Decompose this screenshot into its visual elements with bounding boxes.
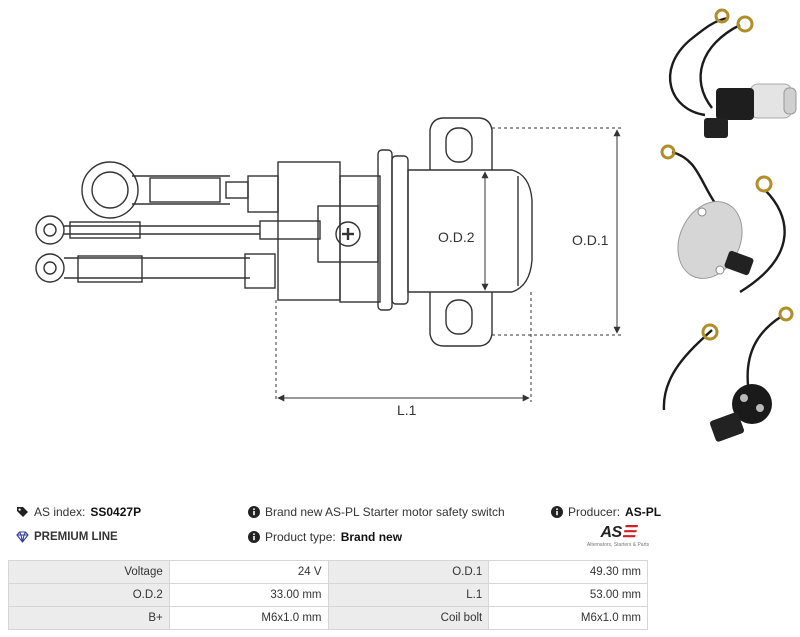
product-description: Brand new AS-PL Starter motor safety swi… — [247, 505, 505, 519]
spec-value: 53.00 mm — [488, 583, 648, 607]
table-row: Voltage 24 V O.D.1 49.30 mm — [8, 560, 648, 584]
product-type: Product type: Brand new — [247, 530, 402, 544]
spec-key: O.D.1 — [327, 560, 490, 584]
producer-label: Producer: — [568, 505, 621, 519]
technical-drawing: O.D.2 O.D.1 L.1 — [35, 8, 797, 442]
spec-key: B+ — [8, 606, 170, 630]
spec-table: Voltage 24 V O.D.1 49.30 mm O.D.2 33.00 … — [8, 560, 648, 630]
spec-key: Voltage — [8, 560, 170, 584]
diamond-icon — [16, 530, 29, 543]
spec-value: 24 V — [168, 560, 329, 584]
producer-value: AS-PL — [625, 505, 662, 519]
tag-icon — [16, 506, 29, 519]
table-row: O.D.2 33.00 mm L.1 53.00 mm — [8, 583, 648, 607]
table-row: B+ M6x1.0 mm Coil bolt M6x1.0 mm — [8, 606, 648, 630]
spec-key: L.1 — [327, 583, 490, 607]
dimension-label-l1: L.1 — [397, 402, 417, 418]
product-type-value: Brand new — [340, 530, 403, 544]
product-info: AS index: SS0427P PREMIUM LINE Brand new… — [0, 500, 800, 560]
as-index-label: AS index: — [34, 505, 86, 519]
spec-key: O.D.2 — [8, 583, 170, 607]
as-pl-logo: AS☰ Alternators, Starters & Parts — [586, 524, 650, 548]
product-photo-2 — [660, 144, 786, 294]
info-icon — [247, 506, 260, 519]
premium-line-label: PREMIUM LINE — [34, 530, 118, 543]
description-text: Brand new AS-PL Starter motor safety swi… — [265, 505, 505, 519]
spec-value: 33.00 mm — [168, 583, 329, 607]
producer: Producer: AS-PL — [550, 505, 661, 519]
spec-key: Coil bolt — [327, 606, 490, 630]
spec-value: M6x1.0 mm — [488, 606, 648, 630]
dimension-label-od1: O.D.1 — [572, 232, 609, 248]
as-index-value: SS0427P — [90, 505, 142, 519]
as-index: AS index: SS0427P — [16, 505, 141, 519]
spec-value: 49.30 mm — [488, 560, 648, 584]
dimension-lines — [275, 127, 622, 402]
product-photo-3 — [662, 306, 794, 442]
logo-tagline: Alternators, Starters & Parts — [586, 542, 650, 548]
info-icon — [550, 506, 563, 519]
premium-line-badge: PREMIUM LINE — [16, 530, 118, 543]
product-type-label: Product type: — [265, 530, 336, 544]
dimension-label-od2: O.D.2 — [438, 229, 475, 245]
spec-value: M6x1.0 mm — [168, 606, 329, 630]
info-icon — [247, 531, 260, 544]
product-photo-1 — [668, 8, 797, 138]
solenoid-outline — [35, 117, 533, 347]
